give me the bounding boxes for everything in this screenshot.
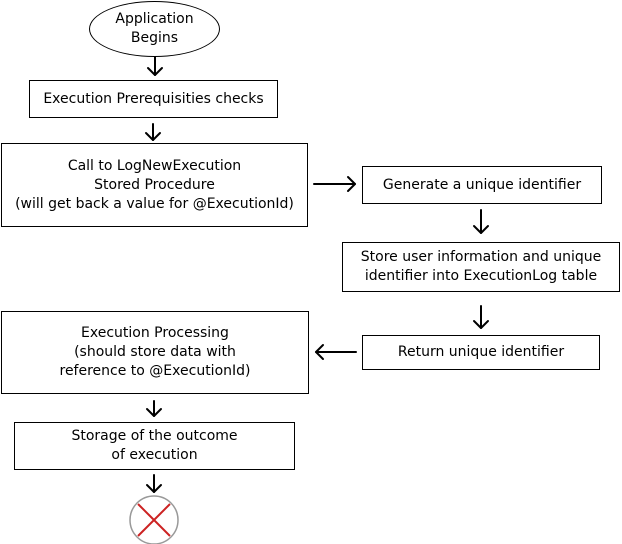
prereq-box: Execution Prerequisities checks	[29, 80, 278, 118]
storage-box: Storage of the outcome of execution	[14, 422, 295, 470]
arrow-generate-to-store	[473, 209, 489, 234]
return-id-box: Return unique identifier	[362, 335, 600, 370]
generate-id-box: Generate a unique identifier	[362, 166, 602, 204]
processing-box: Execution Processing (should store data …	[1, 311, 309, 394]
start-node: Application Begins	[89, 1, 220, 57]
arrow-return-to-processing	[315, 344, 357, 360]
arrow-storage-to-end	[146, 474, 162, 493]
arrow-prereq-to-call	[145, 123, 161, 141]
arrow-call-to-generate	[313, 176, 356, 192]
arrow-store-to-return	[473, 305, 489, 329]
arrow-processing-to-storage	[146, 400, 162, 417]
call-proc-box: Call to LogNewExecution Stored Procedure…	[1, 143, 308, 227]
arrow-start-to-prereq	[147, 56, 163, 76]
store-user-box: Store user information and unique identi…	[342, 242, 620, 292]
end-circle-x-icon	[129, 495, 179, 544]
